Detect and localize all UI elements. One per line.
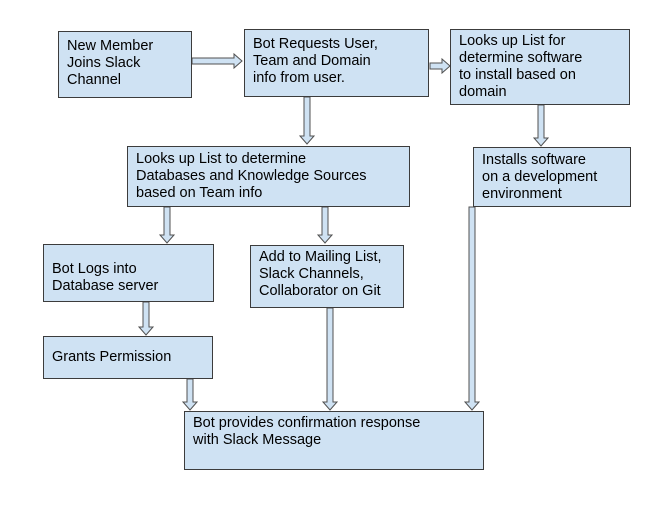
arrow-installs-software-to-confirmation (463, 206, 481, 411)
node-lookup-software: Looks up List for determine software to … (450, 29, 630, 105)
node-installs-software: Installs software on a development envir… (473, 147, 631, 207)
arrow-bot-requests-to-lookup-databases (298, 96, 316, 145)
arrow-add-mailing-to-confirmation (321, 307, 339, 411)
arrow-grants-permission-to-confirmation (181, 378, 199, 411)
node-add-mailing: Add to Mailing List, Slack Channels, Col… (250, 245, 404, 308)
arrow-lookup-databases-to-add-mailing (316, 206, 334, 244)
node-grants-permission: Grants Permission (43, 336, 213, 379)
node-bot-logs: Bot Logs into Database server (43, 244, 214, 302)
node-lookup-databases: Looks up List to determine Databases and… (127, 146, 410, 207)
node-confirmation: Bot provides confirmation response with … (184, 411, 484, 470)
arrow-new-member-to-bot-requests (191, 52, 243, 70)
arrow-lookup-software-to-installs-software (532, 104, 550, 147)
node-bot-requests: Bot Requests User, Team and Domain info … (244, 29, 429, 97)
arrow-lookup-databases-to-bot-logs (158, 206, 176, 244)
arrow-bot-logs-to-grants-permission (137, 301, 155, 336)
arrow-bot-requests-to-lookup-software (429, 57, 451, 75)
node-new-member: New Member Joins Slack Channel (58, 31, 192, 98)
